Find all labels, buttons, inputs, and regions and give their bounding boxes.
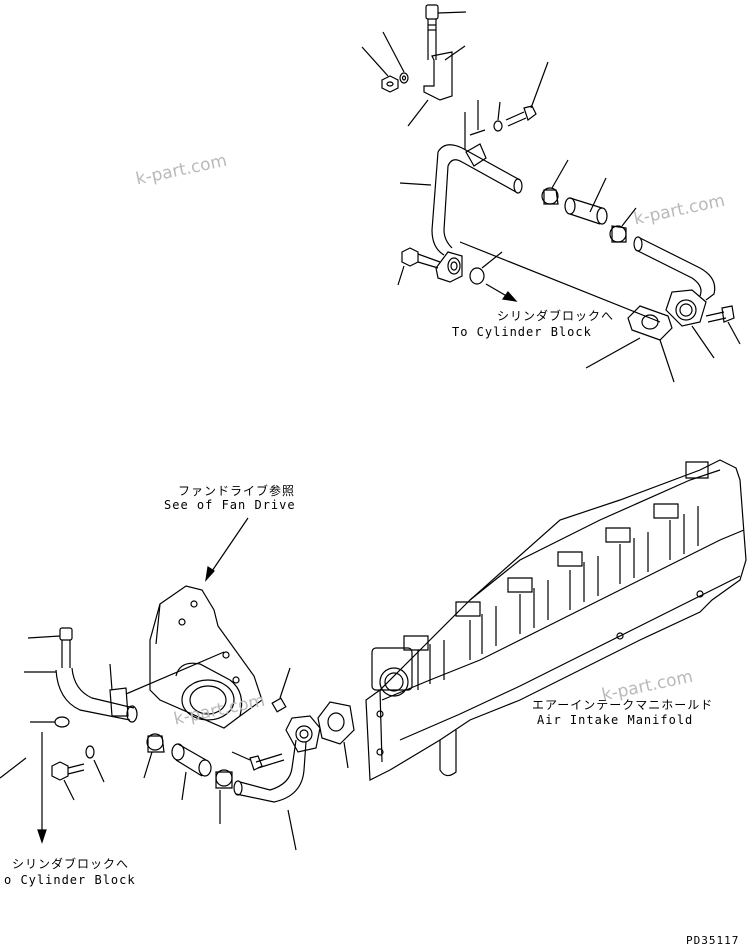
- fan-drive-label-en: See of Fan Drive: [164, 498, 296, 512]
- top-clamp-1: [542, 160, 568, 204]
- top-oring: [470, 252, 502, 284]
- bottom-pipe-lower: [234, 740, 306, 850]
- top-gasket-leader: [460, 242, 660, 322]
- bottom-hose: [172, 744, 211, 800]
- manifold-runners: [404, 462, 708, 690]
- bottom-flange-bolt-2: [232, 752, 284, 770]
- top-flange-bolt: [398, 248, 440, 285]
- bottom-flange: [286, 716, 320, 752]
- bottom-cyl-arrow: [38, 732, 46, 842]
- bottom-flange-bolt: [52, 762, 84, 800]
- top-right-washer: [494, 102, 502, 131]
- bottom-gasket: [318, 702, 354, 768]
- top-pipe-lower: [634, 237, 715, 300]
- top-right-flange-bolt: [706, 306, 740, 344]
- top-assembly: [362, 5, 740, 382]
- bottom-plug: [272, 668, 290, 712]
- top-bolt: [426, 5, 466, 60]
- drawing-number: PD35117: [686, 934, 740, 947]
- bottom-left-leader: [0, 758, 26, 778]
- top-cyl-block-label-jp: シリンダブロックへ: [497, 309, 615, 323]
- bottom-cyl-block-label-en: o Cylinder Block: [4, 873, 136, 887]
- bottom-cyl-block-label-jp: シリンダブロックへ: [12, 857, 130, 871]
- top-nut: [362, 47, 398, 92]
- bottom-oring: [30, 717, 69, 727]
- bottom-clamp-2: [216, 770, 232, 824]
- bottom-clamp-1: [144, 734, 164, 778]
- top-cyl-block-label-en: To Cylinder Block: [452, 325, 592, 339]
- bottom-left-assembly: [0, 628, 354, 850]
- top-pipe: [400, 100, 522, 255]
- fan-drive-bracket: [150, 518, 262, 728]
- top-gasket: [586, 306, 674, 382]
- air-intake-manifold: [366, 460, 746, 780]
- bottom-pipe: [24, 652, 224, 722]
- top-bracket: [408, 46, 465, 126]
- air-intake-label-en: Air Intake Manifold: [537, 713, 694, 727]
- bottom-washer: [86, 746, 104, 782]
- fan-drive-label-jp: ファンドライブ参照: [178, 484, 296, 498]
- top-right-bolt: [506, 62, 548, 126]
- bottom-bolt: [28, 628, 72, 668]
- top-hose: [565, 178, 607, 224]
- top-pipe-flange: [436, 252, 462, 282]
- air-intake-label-jp: エアーインテークマニホールド: [532, 698, 714, 712]
- top-washer: [383, 32, 408, 83]
- top-clamp-2: [610, 208, 636, 242]
- top-cyl-arrow: [486, 284, 516, 301]
- top-right-flange: [666, 290, 714, 358]
